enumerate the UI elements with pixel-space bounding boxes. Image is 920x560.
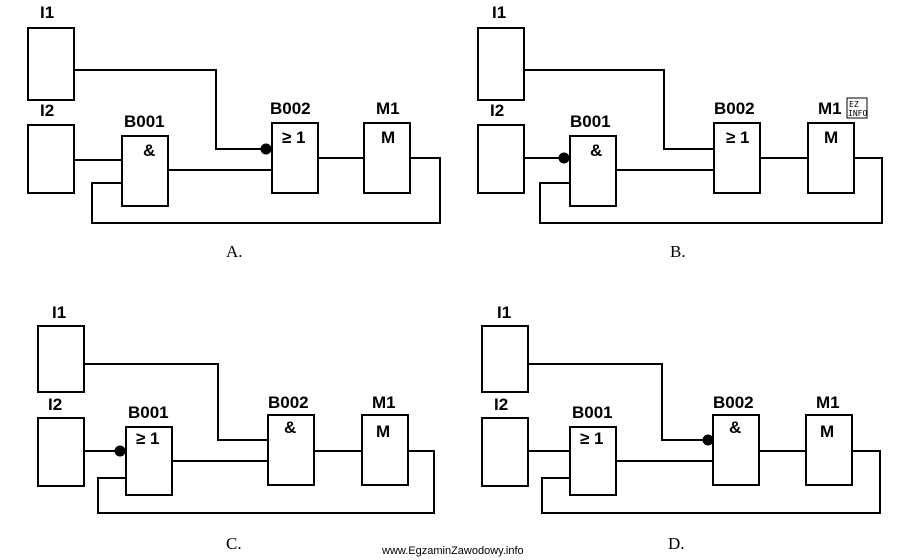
caption-c: C.	[226, 534, 242, 553]
panel-c: I1 I2 B001 ≥ 1 B002 & M1 M C.	[37, 303, 435, 553]
i2-label: I2	[40, 101, 54, 120]
wire-i1	[528, 363, 708, 441]
block-b002	[271, 122, 319, 194]
i1-label: I1	[492, 3, 506, 22]
m1-symbol: M	[820, 422, 834, 441]
input-i2	[37, 417, 85, 487]
negation-dot	[702, 434, 714, 446]
input-i2	[477, 124, 525, 194]
caption-b: B.	[670, 242, 686, 261]
i2-label: I2	[490, 101, 504, 120]
b001-symbol: ≥ 1	[580, 429, 604, 448]
output-m1	[361, 414, 409, 486]
m1-label: M1	[818, 99, 842, 118]
i1-label: I1	[52, 303, 66, 322]
b001-symbol: ≥ 1	[136, 429, 160, 448]
b002-label: B002	[268, 393, 309, 412]
panel-d: I1 I2 B001 ≥ 1 B002 & M1 M D.	[481, 303, 881, 553]
b002-symbol: &	[729, 418, 741, 437]
m1-symbol: M	[376, 422, 390, 441]
wire-feedback	[541, 450, 881, 514]
panel-a: I1 I2 B001 & B002 ≥ 1 M1 M A.	[27, 3, 441, 261]
block-b001	[569, 135, 617, 207]
block-b001	[121, 135, 169, 207]
negation-dot	[558, 152, 570, 164]
m1-label: M1	[376, 99, 400, 118]
panel-b: I1 I2 B001 & B002 ≥ 1 M1 M EZ INFO B.	[477, 3, 883, 261]
b001-symbol: &	[590, 141, 602, 160]
negation-dot	[114, 445, 126, 457]
b002-label: B002	[713, 393, 754, 412]
wire-i1	[84, 363, 268, 441]
b002-symbol: ≥ 1	[726, 128, 750, 147]
input-i2	[481, 417, 529, 487]
i2-label: I2	[494, 395, 508, 414]
watermark-text: www.EgzaminZawodowy.info	[381, 545, 524, 557]
wire-i1	[74, 69, 266, 150]
b001-label: B001	[572, 403, 613, 422]
b002-symbol: &	[284, 418, 296, 437]
svg-text:INFO: INFO	[848, 109, 867, 118]
input-i1	[37, 325, 85, 393]
caption-d: D.	[668, 534, 685, 553]
ezinfo-logo: EZ INFO	[846, 97, 868, 119]
b001-label: B001	[128, 403, 169, 422]
input-i1	[27, 27, 75, 101]
negation-dot	[260, 143, 272, 155]
i1-label: I1	[497, 303, 511, 322]
b002-label: B002	[270, 99, 311, 118]
m1-symbol: M	[824, 128, 838, 147]
svg-text:EZ: EZ	[849, 100, 859, 109]
m1-label: M1	[816, 393, 840, 412]
input-i2	[27, 124, 75, 194]
b002-symbol: ≥ 1	[282, 128, 306, 147]
caption-a: A.	[226, 242, 243, 261]
output-m1	[363, 122, 411, 194]
m1-label: M1	[372, 393, 396, 412]
i1-label: I1	[40, 3, 54, 22]
wire-feedback	[97, 450, 435, 514]
block-b001	[125, 426, 173, 496]
b002-label: B002	[714, 99, 755, 118]
input-i1	[481, 325, 529, 393]
input-i1	[477, 27, 525, 101]
b001-label: B001	[570, 112, 611, 131]
block-b002	[712, 414, 760, 486]
m1-symbol: M	[381, 128, 395, 147]
b001-symbol: &	[143, 141, 155, 160]
i2-label: I2	[48, 395, 62, 414]
b001-label: B001	[124, 112, 165, 131]
wire-i1	[524, 69, 714, 150]
wire-feedback	[539, 157, 883, 224]
output-m1	[805, 414, 853, 486]
wire-feedback	[91, 157, 441, 224]
